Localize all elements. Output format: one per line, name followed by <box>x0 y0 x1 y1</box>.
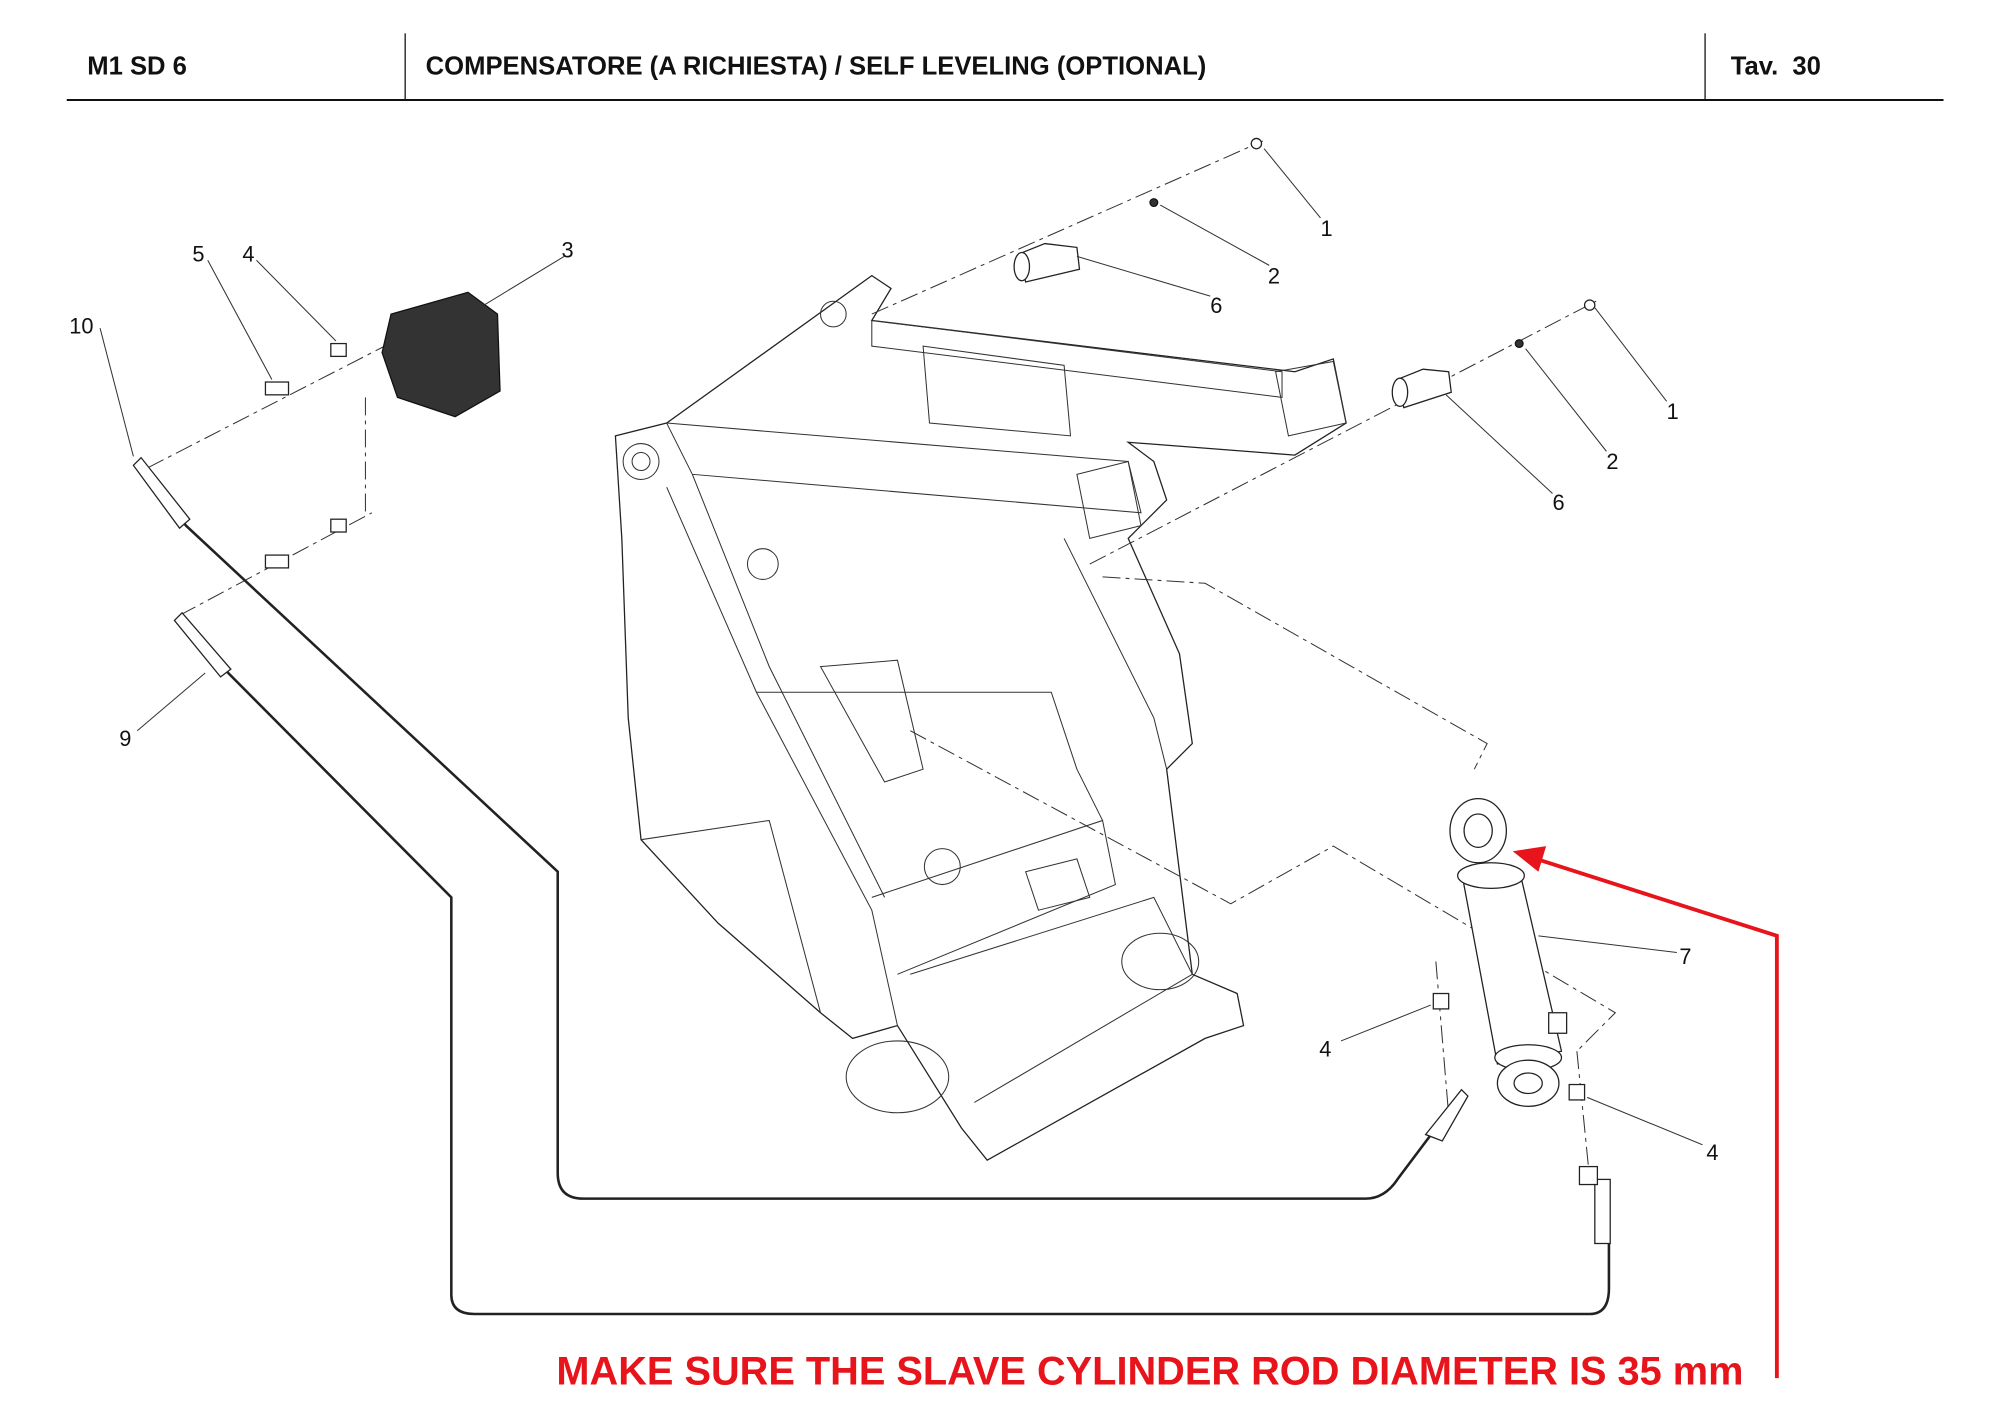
pin-upper <box>1013 137 1263 283</box>
warning-text: MAKE SURE THE SLAVE CYLINDER ROD DIAMETE… <box>556 1350 1743 1394</box>
callout-label: 4 <box>1319 1036 1331 1061</box>
callout-label: 4 <box>242 242 254 267</box>
warning-annotation: MAKE SURE THE SLAVE CYLINDER ROD DIAMETE… <box>556 846 1779 1394</box>
callout-label: 2 <box>1606 449 1618 474</box>
title-block: M1 SD 6 COMPENSATORE (A RICHIESTA) / SEL… <box>66 33 1944 101</box>
callout-label: 9 <box>119 726 131 751</box>
model-code: M1 SD 6 <box>87 52 187 80</box>
hydraulic-hoses <box>132 456 1611 1316</box>
slave-cylinder <box>1449 798 1568 1107</box>
assembly-axes <box>147 140 1617 1180</box>
callout-label: 6 <box>1210 293 1222 318</box>
callout-label: 4 <box>1706 1140 1718 1165</box>
callout-label: 5 <box>192 242 204 267</box>
callout-label: 2 <box>1268 263 1280 288</box>
page-title: COMPENSATORE (A RICHIESTA) / SELF LEVELI… <box>426 52 1207 80</box>
callout-label: 1 <box>1667 399 1679 424</box>
callout-label: 10 <box>69 313 93 338</box>
table-number: Tav. 30 <box>1731 52 1821 80</box>
warning-arrow-line <box>1527 854 1779 1379</box>
machine-frame <box>614 274 1347 1161</box>
callout-label: 7 <box>1679 944 1691 969</box>
callouts: 1 2 6 3 4 5 10 1 2 6 9 7 4 4 <box>69 148 1718 1165</box>
callout-label: 6 <box>1553 490 1565 515</box>
pin-lower <box>1391 299 1596 409</box>
callout-label: 3 <box>562 238 574 263</box>
callout-label: 1 <box>1320 216 1332 241</box>
control-valve <box>381 291 501 418</box>
fittings <box>264 342 1586 1101</box>
arrow-head-icon <box>1512 846 1547 872</box>
